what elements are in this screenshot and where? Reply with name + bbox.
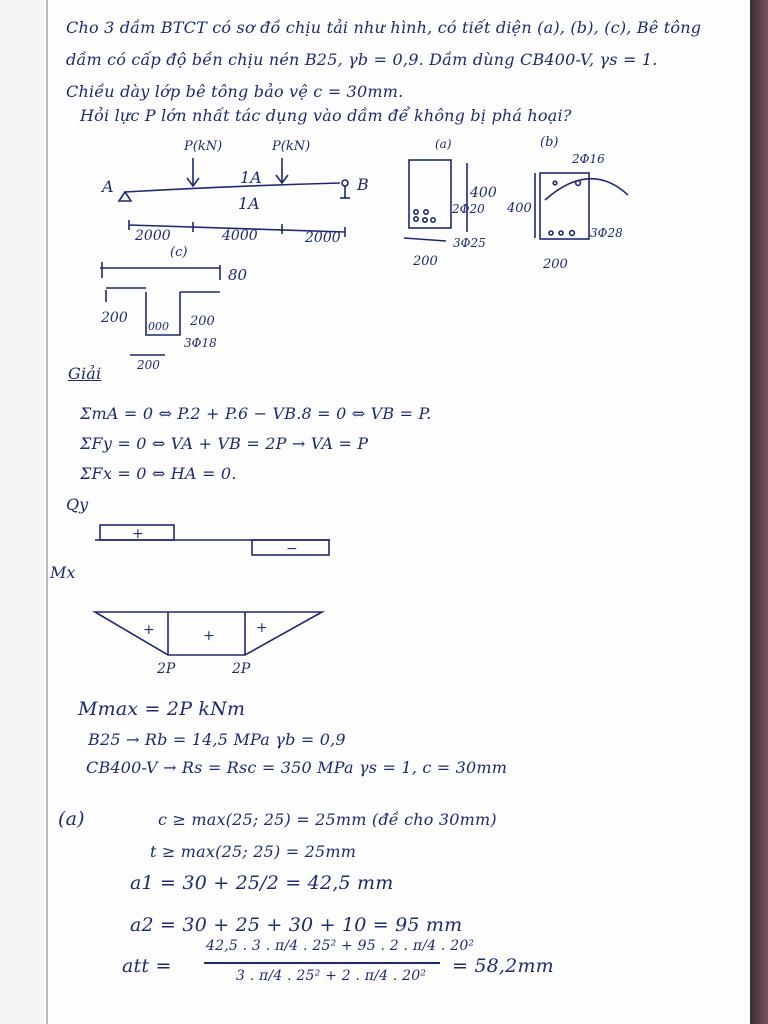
svg-text:400: 400 <box>506 201 532 216</box>
svg-text:3Φ25: 3Φ25 <box>453 236 486 250</box>
svg-text:2Φ20: 2Φ20 <box>451 202 485 216</box>
att-label: att = <box>122 955 172 977</box>
svg-text:200: 200 <box>100 310 128 326</box>
svg-text:−: − <box>286 541 298 557</box>
svg-text:2P: 2P <box>231 661 251 677</box>
svg-text:2P: 2P <box>156 661 176 677</box>
paper-sheet <box>44 0 750 1024</box>
background-edge <box>750 0 768 1024</box>
moment-diagram: Mx + + + 2P 2P <box>49 563 326 677</box>
svg-text:4000: 4000 <box>221 228 258 244</box>
margin-line <box>46 0 48 1024</box>
equation-fx: ΣFx = 0 ⇔ HA = 0. <box>80 464 237 483</box>
svg-text:A: A <box>100 177 114 196</box>
a1-line: a1 = 30 + 25/2 = 42,5 mm <box>130 872 394 894</box>
cover-condition: c ≥ max(25; 25) = 25mm (đề cho 30mm) <box>158 810 497 829</box>
svg-text:Qy: Qy <box>66 495 89 514</box>
svg-text:80: 80 <box>228 266 248 284</box>
section-b-drawing: (b) 2Φ16 400 3Φ28 200 <box>506 135 629 272</box>
svg-text:2000: 2000 <box>304 230 341 246</box>
svg-text:Mx: Mx <box>49 563 75 582</box>
svg-text:B: B <box>356 175 369 194</box>
equation-fy: ΣFy = 0 ⇔ VA + VB = 2P → VA = P <box>80 434 369 453</box>
svg-text:200: 200 <box>542 257 568 272</box>
att-result: = 58,2mm <box>452 955 554 977</box>
part-a-label: (a) <box>58 808 85 830</box>
svg-text:200: 200 <box>189 314 215 329</box>
svg-text:3Φ18: 3Φ18 <box>184 336 217 350</box>
svg-text:P(kN): P(kN) <box>183 139 222 154</box>
shear-diagram: Qy + − <box>66 495 330 557</box>
problem-line-1: Cho 3 dầm BTCT có sơ đồ chịu tải như hìn… <box>66 18 702 37</box>
problem-line-2: dầm có cấp độ bền chịu nén B25, γb = 0,9… <box>66 50 658 69</box>
beam-diagram: P(kN) P(kN) 1A A B 1A 2000 4000 2000 <box>100 139 369 246</box>
svg-text:(a): (a) <box>435 137 452 151</box>
problem-line-4: Hỏi lực P lớn nhất tác dụng vào dầm để k… <box>80 106 572 125</box>
svg-text:3Φ28: 3Φ28 <box>590 226 623 240</box>
svg-text:+: + <box>132 526 144 542</box>
svg-text:000: 000 <box>148 320 169 333</box>
section-c-drawing: (c) 80 200 000 200 3Φ18 200 <box>100 245 248 372</box>
svg-text:+: + <box>203 628 215 644</box>
mmax-line: Mmax = 2P kNm <box>78 698 246 720</box>
svg-text:2000: 2000 <box>134 228 171 244</box>
section-a-drawing: (a) 400 2Φ20 3Φ25 200 <box>403 137 497 269</box>
svg-text:2Φ16: 2Φ16 <box>571 152 605 166</box>
svg-text:(b): (b) <box>540 135 558 150</box>
svg-text:200: 200 <box>412 254 438 269</box>
steel-line: CB400-V → Rs = Rsc = 350 MPa γs = 1, c =… <box>86 758 508 777</box>
att-denominator: 3 . π/4 . 25² + 2 . π/4 . 20² <box>236 968 427 984</box>
svg-text:400: 400 <box>469 185 497 201</box>
problem-line-3: Chiều dày lớp bê tông bảo vệ c = 30mm. <box>66 82 404 101</box>
a2-line: a2 = 30 + 25 + 30 + 10 = 95 mm <box>130 914 463 936</box>
fraction-bar <box>204 962 440 964</box>
svg-text:1A: 1A <box>240 168 262 187</box>
svg-text:200: 200 <box>136 358 160 372</box>
svg-text:(c): (c) <box>170 245 187 260</box>
svg-text:+: + <box>143 622 155 638</box>
equation-moment: ΣmA = 0 ⇔ P.2 + P.6 − VB.8 = 0 ⇔ VB = P. <box>80 404 432 423</box>
svg-text:P(kN): P(kN) <box>271 139 310 154</box>
concrete-line: B25 → Rb = 14,5 MPa γb = 0,9 <box>88 730 346 749</box>
solution-heading: Giải <box>68 364 102 383</box>
att-numerator: 42,5 . 3 . π/4 . 25² + 95 . 2 . π/4 . 20… <box>206 938 475 954</box>
svg-text:1A: 1A <box>238 194 260 213</box>
svg-text:+: + <box>256 620 268 636</box>
spacing-condition: t ≥ max(25; 25) = 25mm <box>150 842 357 861</box>
